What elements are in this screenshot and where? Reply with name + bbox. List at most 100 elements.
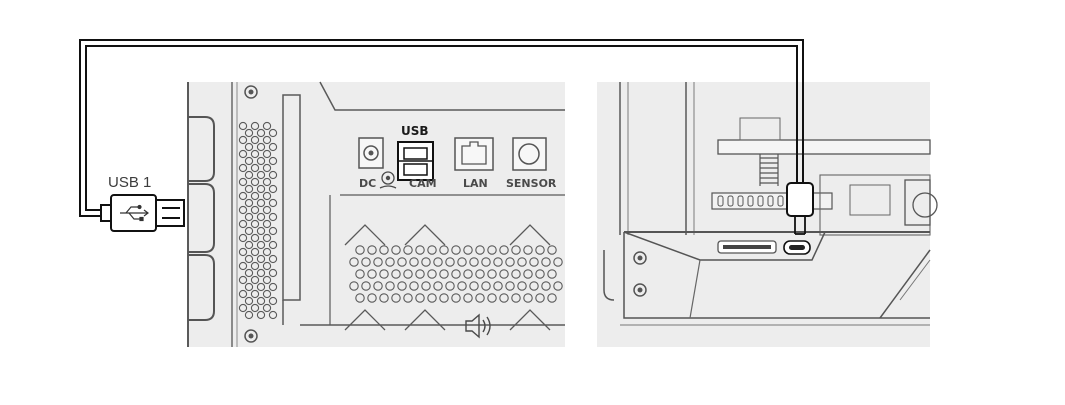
vent-hole <box>268 156 278 166</box>
speaker-icon <box>465 313 491 339</box>
speaker-hole <box>535 293 545 303</box>
rail-slot <box>777 195 784 207</box>
speaker-hole <box>553 281 563 291</box>
sensor-label: SENSOR <box>506 177 557 190</box>
speaker-hole <box>469 281 479 291</box>
lan-label: LAN <box>463 177 488 190</box>
vent-hole <box>256 240 266 250</box>
speaker-hole <box>487 293 497 303</box>
vent-hole <box>256 184 266 194</box>
speaker-hole <box>463 245 473 255</box>
speaker-hole <box>493 281 503 291</box>
speaker-hole <box>463 293 473 303</box>
speaker-hole <box>355 293 365 303</box>
speaker-hole <box>517 257 527 267</box>
vent-hole <box>268 240 278 250</box>
speaker-hole <box>427 245 437 255</box>
vent-hole <box>262 219 272 229</box>
speaker-hole <box>517 281 527 291</box>
speaker-hole <box>481 281 491 291</box>
vent-hole <box>250 219 260 229</box>
vent-hole <box>238 205 248 215</box>
vent-hole <box>256 296 266 306</box>
speaker-hole <box>523 245 533 255</box>
speaker-hole <box>535 269 545 279</box>
vent-hole <box>256 268 266 278</box>
speaker-hole <box>511 245 521 255</box>
vent-hole <box>268 226 278 236</box>
speaker-hole <box>391 293 401 303</box>
speaker-hole <box>451 245 461 255</box>
speaker-hole <box>361 257 371 267</box>
speaker-hole <box>433 257 443 267</box>
vent-hole <box>256 128 266 138</box>
vent-hole <box>262 177 272 187</box>
speaker-hole <box>541 257 551 267</box>
vent-hole <box>256 198 266 208</box>
vent-hole <box>244 240 254 250</box>
sd-card-slot <box>717 240 777 254</box>
vent-hole <box>262 121 272 131</box>
speaker-hole <box>505 281 515 291</box>
vent-hole <box>250 289 260 299</box>
vent-hole <box>256 142 266 152</box>
speaker-hole <box>529 257 539 267</box>
vent-hole <box>268 282 278 292</box>
vent-hole <box>250 177 260 187</box>
vent-hole <box>250 205 260 215</box>
vent-hole <box>244 254 254 264</box>
vent-hole <box>244 226 254 236</box>
rail-slot <box>727 195 734 207</box>
speaker-hole <box>355 245 365 255</box>
speaker-hole <box>541 281 551 291</box>
speaker-hole <box>385 257 395 267</box>
vent-hole <box>262 149 272 159</box>
vent-hole <box>262 303 272 313</box>
vent-hole <box>256 282 266 292</box>
rail-slot <box>737 195 744 207</box>
vent-hole <box>244 310 254 320</box>
speaker-hole <box>373 257 383 267</box>
vent-hole <box>238 135 248 145</box>
rail-slot <box>757 195 764 207</box>
vent-hole <box>250 191 260 201</box>
sensor-port <box>512 137 547 171</box>
vent-hole <box>238 219 248 229</box>
vent-hole <box>244 128 254 138</box>
vent-hole <box>256 226 266 236</box>
speaker-hole <box>421 281 431 291</box>
speaker-hole <box>403 245 413 255</box>
usb-cable <box>79 39 804 217</box>
speaker-hole <box>511 269 521 279</box>
speaker-hole <box>451 269 461 279</box>
speaker-hole <box>439 245 449 255</box>
speaker-hole <box>415 245 425 255</box>
speaker-hole <box>487 269 497 279</box>
speaker-hole <box>385 281 395 291</box>
vent-hole <box>262 135 272 145</box>
speaker-hole <box>361 281 371 291</box>
speaker-hole <box>475 269 485 279</box>
vent-hole <box>250 247 260 257</box>
vent-hole <box>262 233 272 243</box>
vent-hole <box>262 205 272 215</box>
vent-grille <box>238 121 278 320</box>
vent-hole <box>268 296 278 306</box>
vent-hole <box>250 303 260 313</box>
speaker-hole <box>463 269 473 279</box>
vent-hole <box>256 170 266 180</box>
rear-io-panel: USB DC CAM LAN SENSOR <box>187 81 565 347</box>
vent-hole <box>238 191 248 201</box>
vent-hole <box>262 247 272 257</box>
speaker-hole <box>481 257 491 267</box>
vent-hole <box>244 212 254 222</box>
device-side-panel <box>597 82 938 347</box>
vent-hole <box>256 310 266 320</box>
usb-plug-icon <box>100 194 185 232</box>
speaker-hole <box>391 245 401 255</box>
dc-label: DC <box>359 177 376 190</box>
speaker-hole <box>499 293 509 303</box>
cam-label: CAM <box>409 177 437 190</box>
vent-hole <box>238 261 248 271</box>
speaker-hole <box>523 269 533 279</box>
